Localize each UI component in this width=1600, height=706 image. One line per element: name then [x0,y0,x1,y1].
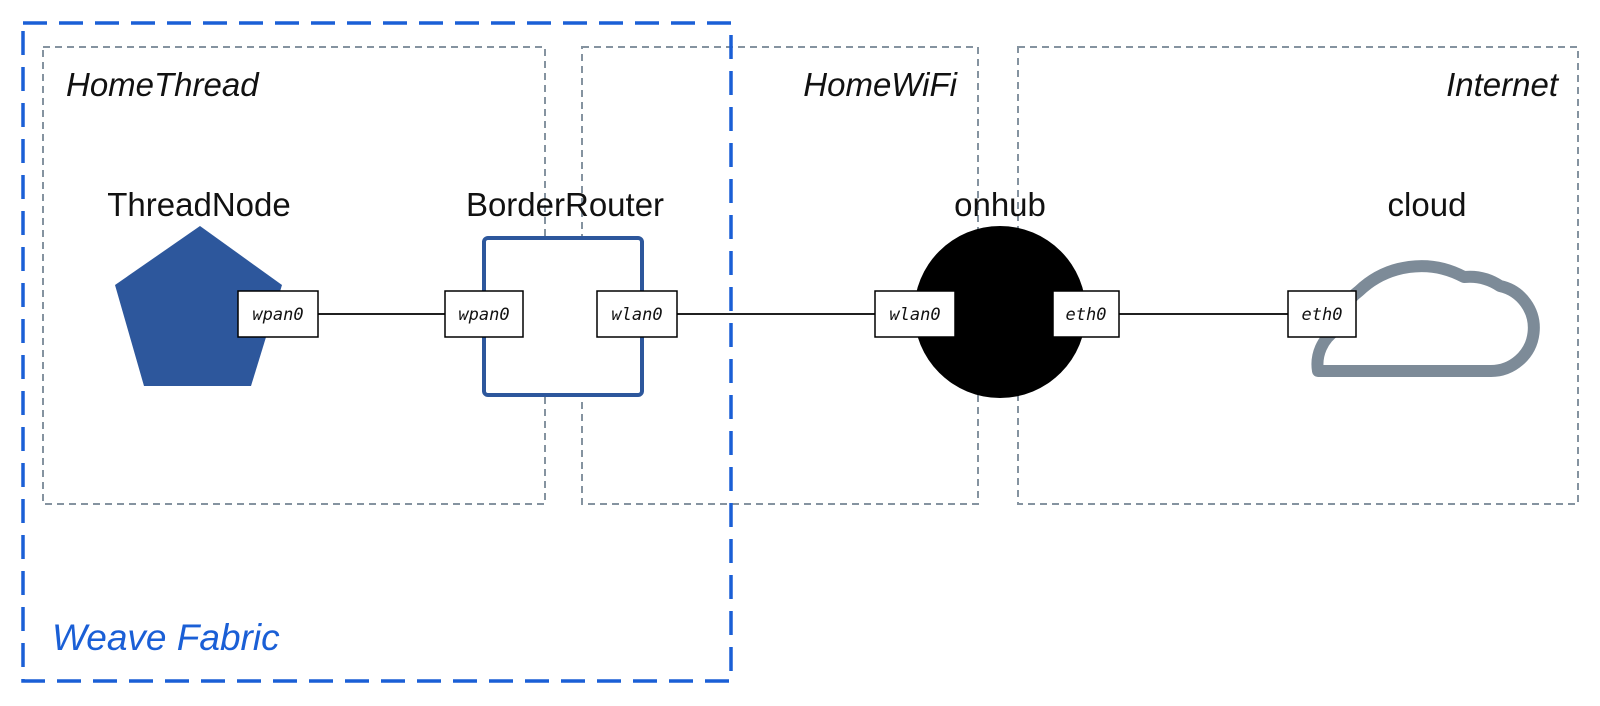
onhub-iface-right-label: eth0 [1066,305,1107,325]
onhub-iface-left[interactable]: wlan0 [874,290,956,338]
internet-label: Internet [1446,66,1560,103]
onhub-iface-left-label: wlan0 [889,305,940,325]
home-wifi-label: HomeWiFi [803,66,958,103]
border-router-label: BorderRouter [466,186,664,223]
home-thread-label: HomeThread [66,66,260,103]
border-router-iface-left[interactable]: wpan0 [444,290,524,338]
thread-node-label: ThreadNode [107,186,290,223]
border-router-iface-right-label: wlan0 [611,305,662,325]
weave-fabric-label: Weave Fabric [52,617,280,658]
thread-node-iface[interactable]: wpan0 [237,290,319,338]
thread-node-iface-label: wpan0 [252,305,303,325]
thread-node-pentagon-icon[interactable] [115,226,282,386]
cloud-iface-label: eth0 [1302,305,1343,325]
onhub-label: onhub [954,186,1046,223]
onhub-circle-icon[interactable] [914,226,1086,398]
border-router-iface-right[interactable]: wlan0 [596,290,678,338]
cloud-label: cloud [1388,186,1467,223]
internet-network-box [1017,46,1579,505]
home-thread-network-box [42,46,546,505]
cloud-iface[interactable]: eth0 [1287,290,1357,338]
onhub-iface-right[interactable]: eth0 [1052,290,1120,338]
border-router-iface-left-label: wpan0 [458,305,509,325]
